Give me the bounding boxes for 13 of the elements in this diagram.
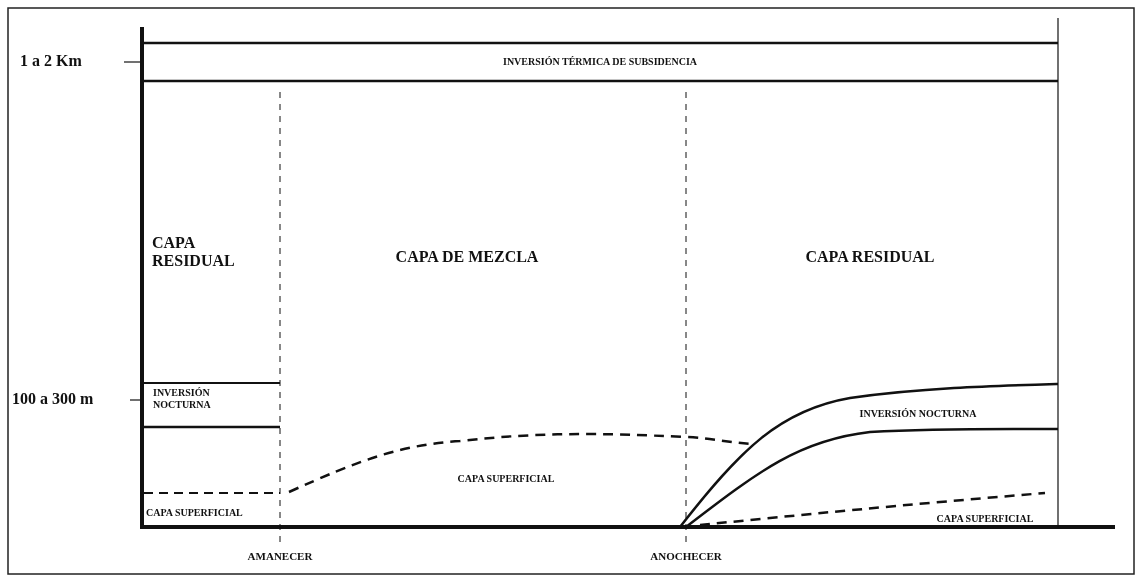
time-label: ANOCHECER (650, 550, 722, 563)
height-label: 1 a 2 Km (20, 52, 82, 71)
layer-label: CAPA RESIDUAL (152, 234, 236, 271)
time-label: AMANECER (247, 550, 313, 563)
layer-label: INVERSIÓN NOCTURNA (859, 408, 977, 420)
layer-label: CAPA RESIDUAL (805, 248, 935, 267)
layer-label: INVERSIÓN TÉRMICA DE SUBSIDENCIA (503, 56, 697, 68)
layer-label: INVERSIÓN NOCTURNA (153, 387, 212, 410)
layer-label: CAPA SUPERFICIAL (457, 473, 555, 485)
height-label: 100 a 300 m (12, 390, 94, 409)
layer-label: CAPA SUPERFICIAL (146, 507, 243, 519)
layer-label: CAPA DE MEZCLA (395, 248, 539, 267)
layer-label: CAPA SUPERFICIAL (936, 513, 1034, 525)
